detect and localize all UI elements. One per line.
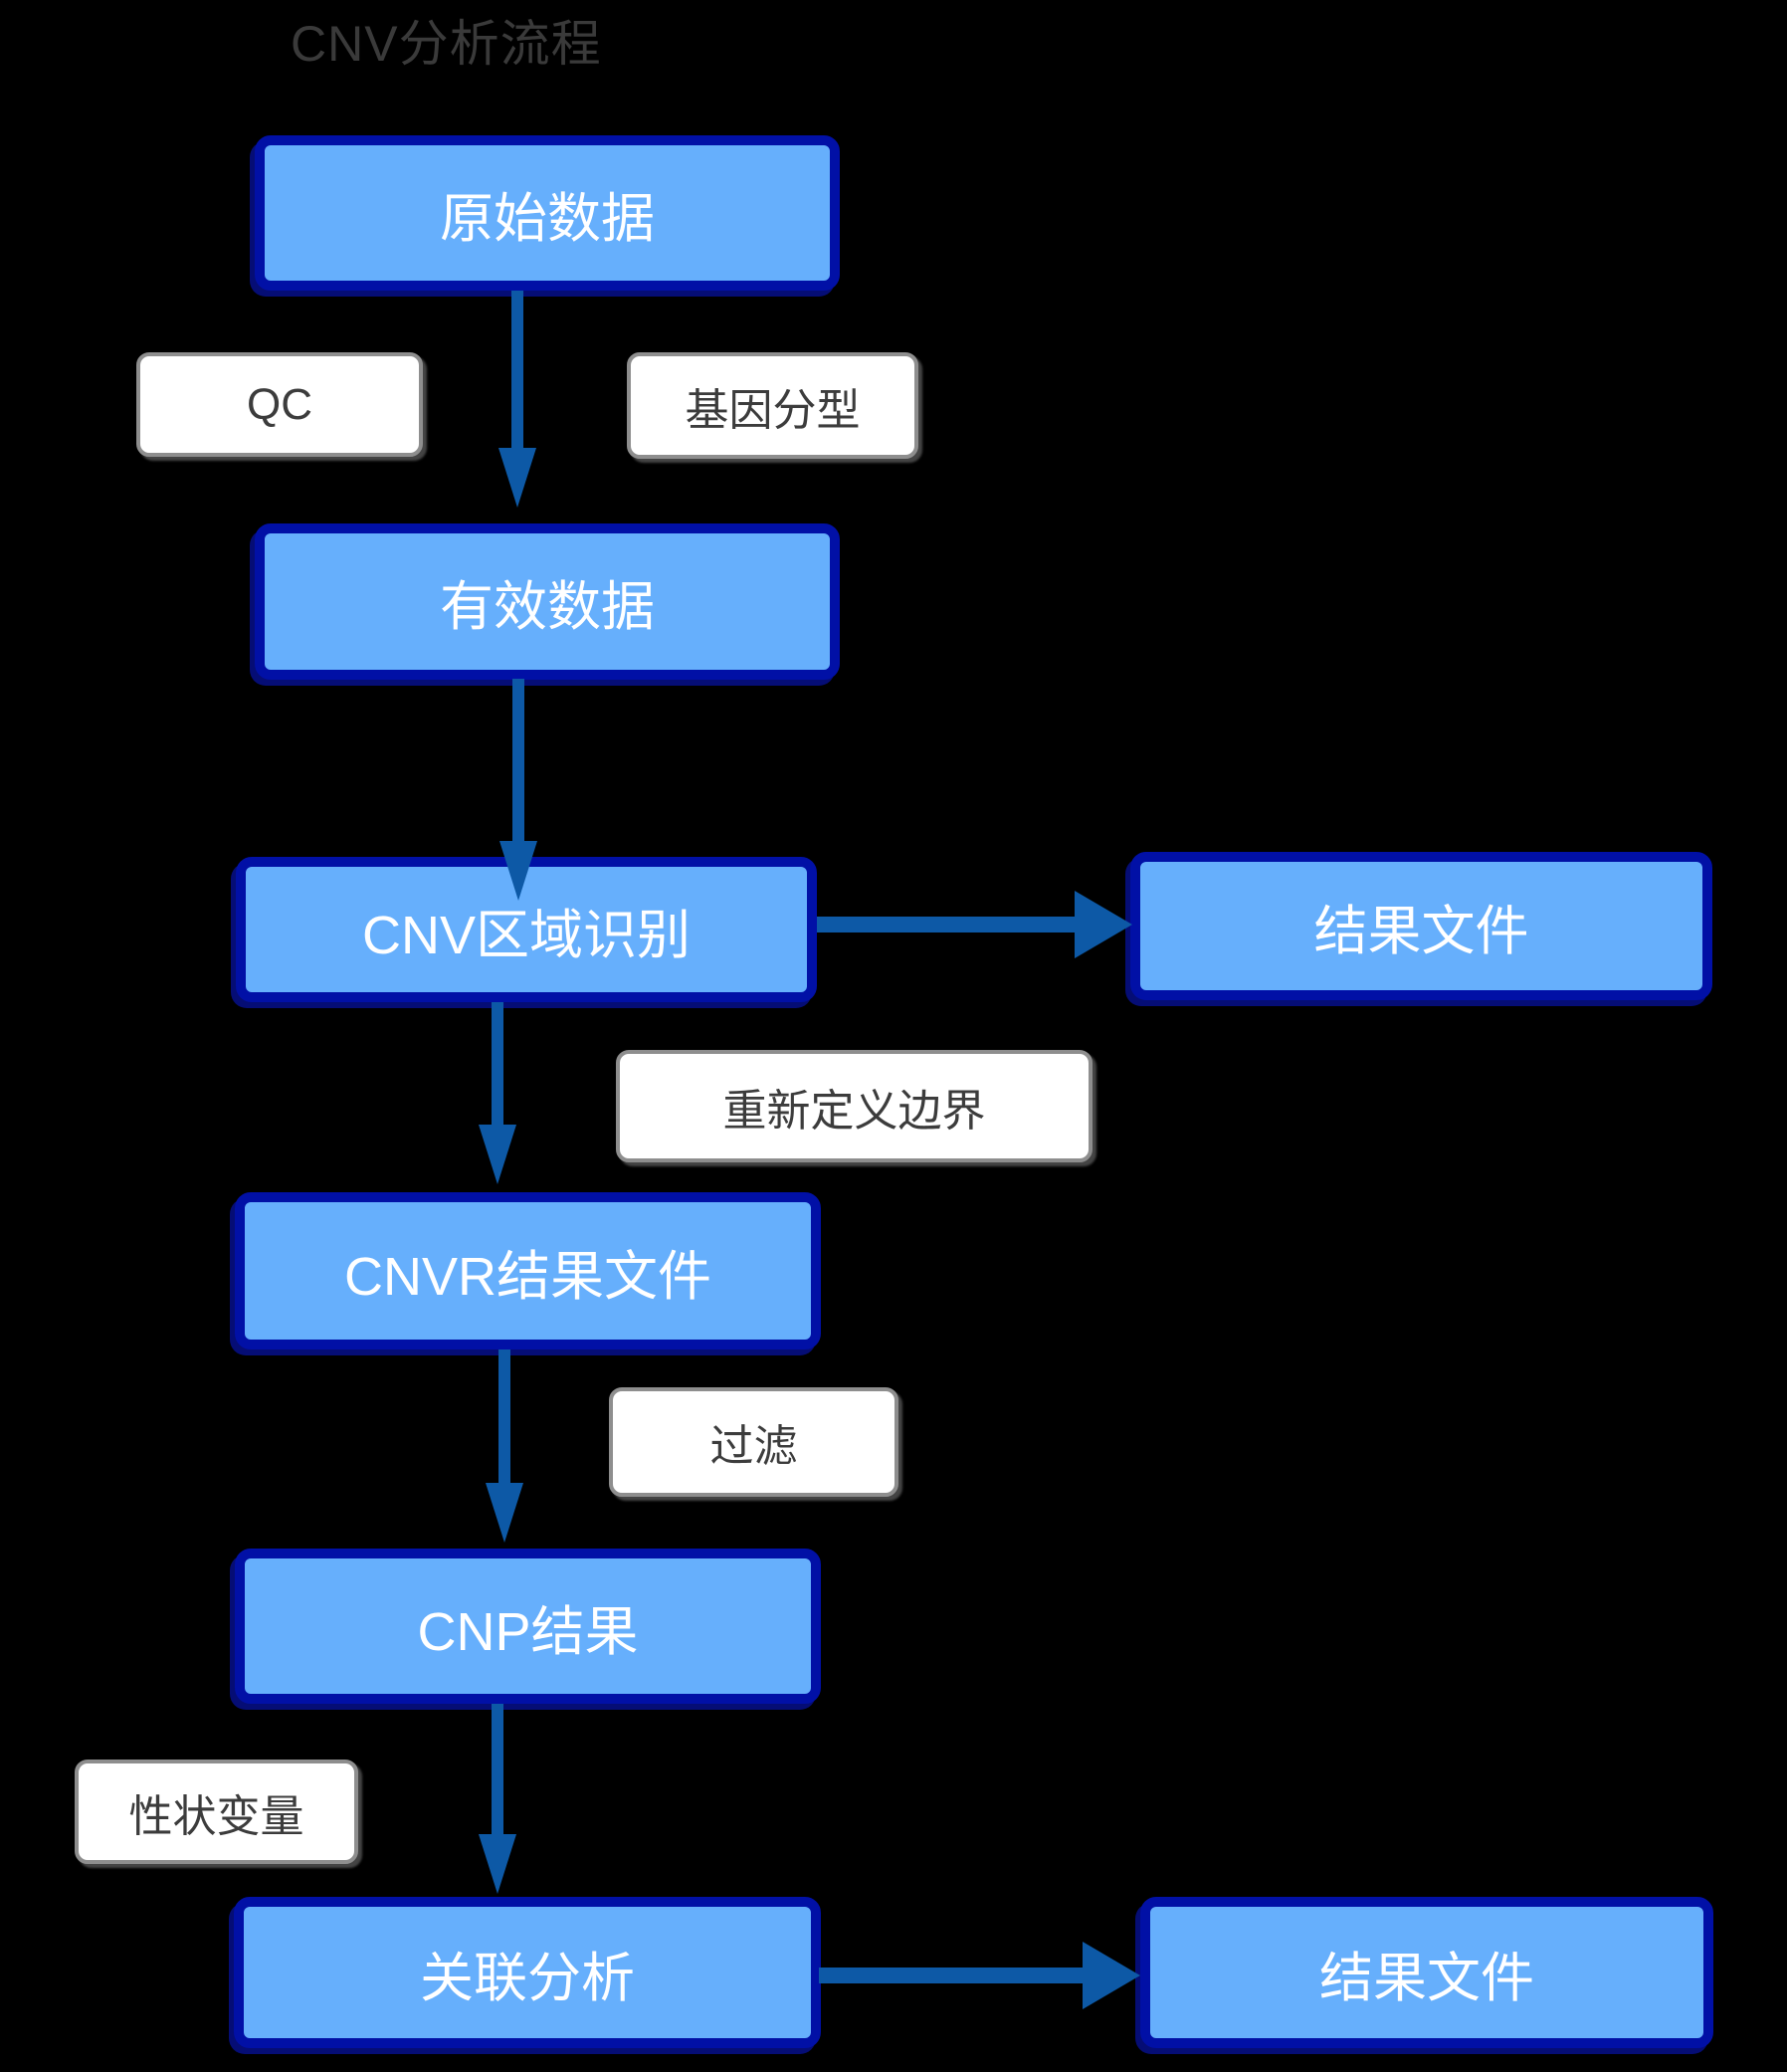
node-cnvr-result-file: CNVR结果文件 — [235, 1192, 821, 1349]
label-filter: 过滤 — [609, 1387, 898, 1497]
node-raw-data: 原始数据 — [255, 135, 840, 291]
label-redefine-boundary: 重新定义边界 — [616, 1050, 1092, 1162]
arrow-raw-to-valid-shaft — [511, 291, 523, 450]
label-trait-variable: 性状变量 — [75, 1760, 358, 1864]
arrow-cnp-to-association-head — [479, 1834, 516, 1894]
label-qc: QC — [136, 352, 423, 457]
node-result-file-top: 结果文件 — [1130, 852, 1712, 1000]
arrow-cnv-to-cnvr-shaft — [492, 1002, 503, 1127]
label-genotyping: 基因分型 — [627, 352, 918, 459]
arrow-cnvr-to-cnp-head — [486, 1483, 523, 1543]
node-result-file-bottom: 结果文件 — [1140, 1897, 1713, 2048]
arrow-cnp-to-association-shaft — [492, 1704, 503, 1836]
arrow-valid-to-cnv-shaft — [512, 679, 524, 843]
arrow-raw-to-valid-head — [498, 448, 536, 508]
arrow-association-to-result-shaft — [819, 1968, 1083, 1983]
node-association-analysis: 关联分析 — [234, 1897, 821, 2048]
node-valid-data: 有效数据 — [255, 523, 840, 680]
arrow-cnv-to-cnvr-head — [479, 1125, 516, 1184]
diagram-title: CNV分析流程 — [291, 16, 602, 72]
arrow-cnvr-to-cnp-shaft — [498, 1349, 510, 1485]
arrow-cnv-to-result-shaft — [817, 917, 1075, 932]
node-cnp-result: CNP结果 — [235, 1549, 821, 1704]
arrow-cnv-to-result-head — [1075, 891, 1132, 958]
arrow-association-to-result-head — [1083, 1942, 1140, 2009]
arrow-valid-to-cnv-head — [499, 841, 537, 901]
